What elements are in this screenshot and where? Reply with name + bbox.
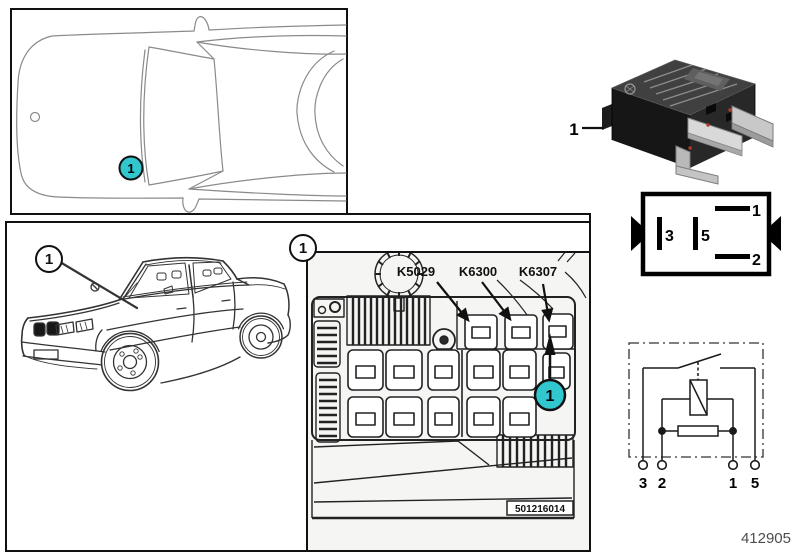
schematic-border [628, 342, 764, 458]
top-view-panel: 1 [10, 8, 348, 215]
terminal-label-1: 1 [729, 475, 737, 492]
pin-label-1: 1 [752, 203, 761, 220]
car-side-outline [20, 256, 291, 392]
car-side-view-drawing [20, 256, 291, 392]
relay-row [464, 313, 574, 350]
terminal-label-5: 5 [751, 475, 759, 492]
pin-diagram-right-tab [769, 216, 781, 251]
pin-diagram-left-tab [631, 216, 643, 251]
relay-callout-number: 1 [569, 120, 578, 139]
fusebox-callout-number: 1 [546, 388, 555, 405]
detail-corner-badge: 1 [289, 234, 317, 262]
schematic-circuit [637, 353, 761, 471]
fusebox-base [311, 440, 575, 520]
relay-photo: 1 [569, 59, 774, 185]
terminal-label-3: 3 [639, 475, 647, 492]
fusebox-illustration: 501216014 K5029 K6300 K6307 1 [311, 253, 587, 520]
terminal-label-2: 2 [658, 475, 666, 492]
fusebox-detail-panel: 501216014 K5029 K6300 K6307 1 [306, 251, 591, 552]
relay-callout: 1 [569, 120, 604, 139]
car-top-outline [16, 16, 347, 213]
top-view-callout-number: 1 [127, 161, 134, 176]
drawing-number-box [506, 500, 574, 516]
pin-label-3: 3 [665, 228, 674, 245]
detail-corner-number: 1 [298, 239, 308, 257]
connector-line-h [348, 213, 591, 215]
ribbed-cap [375, 253, 423, 298]
relay-pins [675, 103, 774, 185]
connector-line-v [589, 213, 591, 223]
pin-diagram: 3 5 1 2 [631, 191, 781, 277]
top-view-callout-badge: 1 [118, 155, 144, 181]
label-arrows [436, 281, 554, 323]
relay-label-k6307: K6307 [519, 264, 557, 279]
side-view-badge: 1 [35, 245, 63, 273]
fusebox-drawing: 501216014 K5029 K6300 K6307 1 [311, 253, 587, 520]
fusebox-callout: 1 [533, 333, 567, 412]
relay-body [602, 59, 757, 168]
pin-label-5: 5 [701, 228, 710, 245]
fuse-stacks [313, 320, 341, 443]
vent-combs [346, 295, 574, 468]
relay-label-k6300: K6300 [459, 264, 497, 279]
pin-label-2: 2 [752, 252, 761, 269]
drawing-number: 501216014 [515, 504, 565, 515]
schematic-terminal-labels: 3 2 1 5 [639, 475, 759, 492]
figure-number: 412905 [740, 530, 791, 547]
relay-label-k5029: K5029 [397, 264, 435, 279]
car-top-view-drawing: 1 [16, 16, 347, 213]
relay-schematic: 3 2 1 5 [628, 342, 764, 492]
pin-diagram-body [640, 191, 772, 277]
side-view-number: 1 [44, 250, 54, 268]
